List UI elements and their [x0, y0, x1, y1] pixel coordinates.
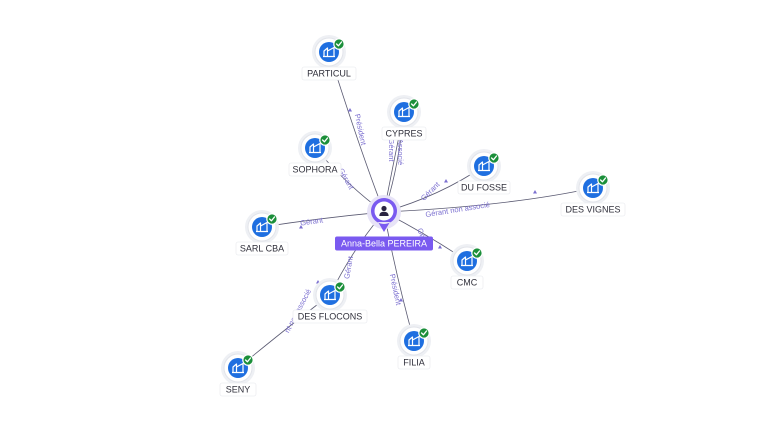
- node-label-tag: [301, 66, 357, 81]
- verified-check-icon: [597, 174, 609, 186]
- edge-label: Gérant non associé: [425, 200, 491, 219]
- building-icon: [324, 289, 336, 301]
- node-label-tag: [288, 162, 342, 177]
- entity-node-cmc[interactable]: CMC: [450, 244, 484, 290]
- building-icon: [232, 362, 244, 374]
- node-label-tag: [457, 180, 511, 195]
- verified-check-icon: [334, 281, 346, 293]
- entity-node-filia[interactable]: FILIA: [397, 324, 431, 370]
- node-label-tag: [560, 202, 626, 217]
- node-label-tag: [397, 355, 431, 370]
- edge-label: Gérant: [300, 215, 325, 227]
- nodes-layer: PARTICUL CYPRES SOPHORA DU FOSSE DES VIGNES S…: [219, 35, 626, 397]
- edge-label: Gérant: [387, 139, 396, 163]
- building-icon: [309, 142, 321, 154]
- node-label-tag: [219, 382, 257, 397]
- person-name: Anna-Bella PEREIRA: [341, 239, 427, 249]
- entity-node-particul[interactable]: PARTICUL: [301, 35, 357, 81]
- edge-line: [383, 187, 594, 213]
- entity-node-cypres[interactable]: CYPRES: [381, 95, 427, 141]
- node-label: DU FOSSE: [461, 183, 507, 193]
- entity-node-sarlcba[interactable]: SARL CBA: [235, 210, 289, 256]
- edge-line: [261, 211, 385, 228]
- building-icon: [256, 221, 268, 233]
- verified-check-icon: [418, 327, 430, 339]
- edge-filia: Président: [383, 211, 415, 342]
- verified-check-icon: [471, 247, 483, 259]
- verified-check-icon: [333, 38, 345, 50]
- arrow-icon: [299, 225, 303, 229]
- building-icon: [461, 255, 473, 267]
- node-label: SENY: [226, 385, 251, 395]
- verified-check-icon: [488, 152, 500, 164]
- entity-node-desflocons[interactable]: DES FLOCONS: [292, 278, 368, 324]
- node-label-tag: [450, 275, 484, 290]
- entity-node-dufosse[interactable]: DU FOSSE: [457, 149, 511, 195]
- node-label: CYPRES: [385, 129, 422, 139]
- building-icon: [587, 182, 599, 194]
- verified-check-icon: [319, 134, 331, 146]
- node-label: SOPHORA: [292, 165, 337, 175]
- node-label: SARL CBA: [240, 244, 284, 254]
- node-label-tag: [292, 309, 368, 324]
- entity-node-seny[interactable]: SENY: [219, 351, 257, 397]
- node-label: PARTICUL: [307, 69, 351, 79]
- arrow-icon: [438, 245, 442, 249]
- verified-check-icon: [408, 98, 420, 110]
- node-label: CMC: [457, 278, 478, 288]
- edge-label: Gérant: [342, 255, 355, 280]
- arrow-icon: [444, 179, 448, 183]
- building-icon: [408, 335, 420, 347]
- entity-node-sophora[interactable]: SOPHORA: [288, 131, 342, 177]
- node-label: FILIA: [403, 358, 425, 368]
- center-person-node[interactable]: Anna-Bella PEREIRA: [335, 195, 433, 251]
- verified-check-icon: [242, 354, 254, 366]
- person-name-tag: [335, 236, 433, 251]
- node-label-tag: [381, 126, 427, 141]
- verified-check-icon: [266, 213, 278, 225]
- node-label: DES VIGNES: [565, 205, 620, 215]
- edge-label: Président: [388, 273, 404, 307]
- node-label-tag: [235, 241, 289, 256]
- arrow-icon: [399, 298, 403, 302]
- building-icon: [323, 46, 335, 58]
- edge-label: Gérant: [419, 179, 442, 202]
- edge-label: Associé: [396, 139, 405, 165]
- entity-node-desvignes[interactable]: DES VIGNES: [560, 171, 626, 217]
- edge-label: Gé: [415, 227, 427, 239]
- edge-sarlcba: Gérant: [261, 211, 385, 229]
- arrow-icon: [533, 190, 537, 194]
- node-label: DES FLOCONS: [298, 312, 363, 322]
- building-icon: [478, 160, 490, 172]
- building-icon: [398, 106, 410, 118]
- arrow-icon: [348, 108, 352, 112]
- edge-label: Président: [353, 113, 369, 147]
- person-icon: [379, 205, 389, 216]
